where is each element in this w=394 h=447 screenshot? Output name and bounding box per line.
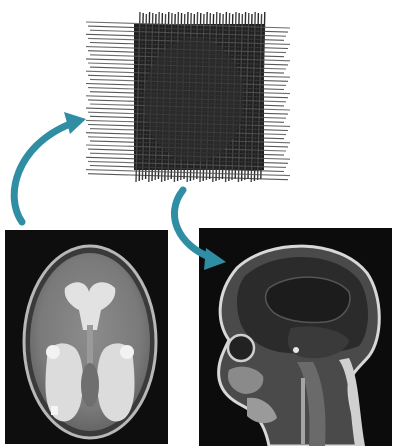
arrow-to-sagittal <box>174 190 226 270</box>
arrow-to-axial <box>14 112 86 222</box>
